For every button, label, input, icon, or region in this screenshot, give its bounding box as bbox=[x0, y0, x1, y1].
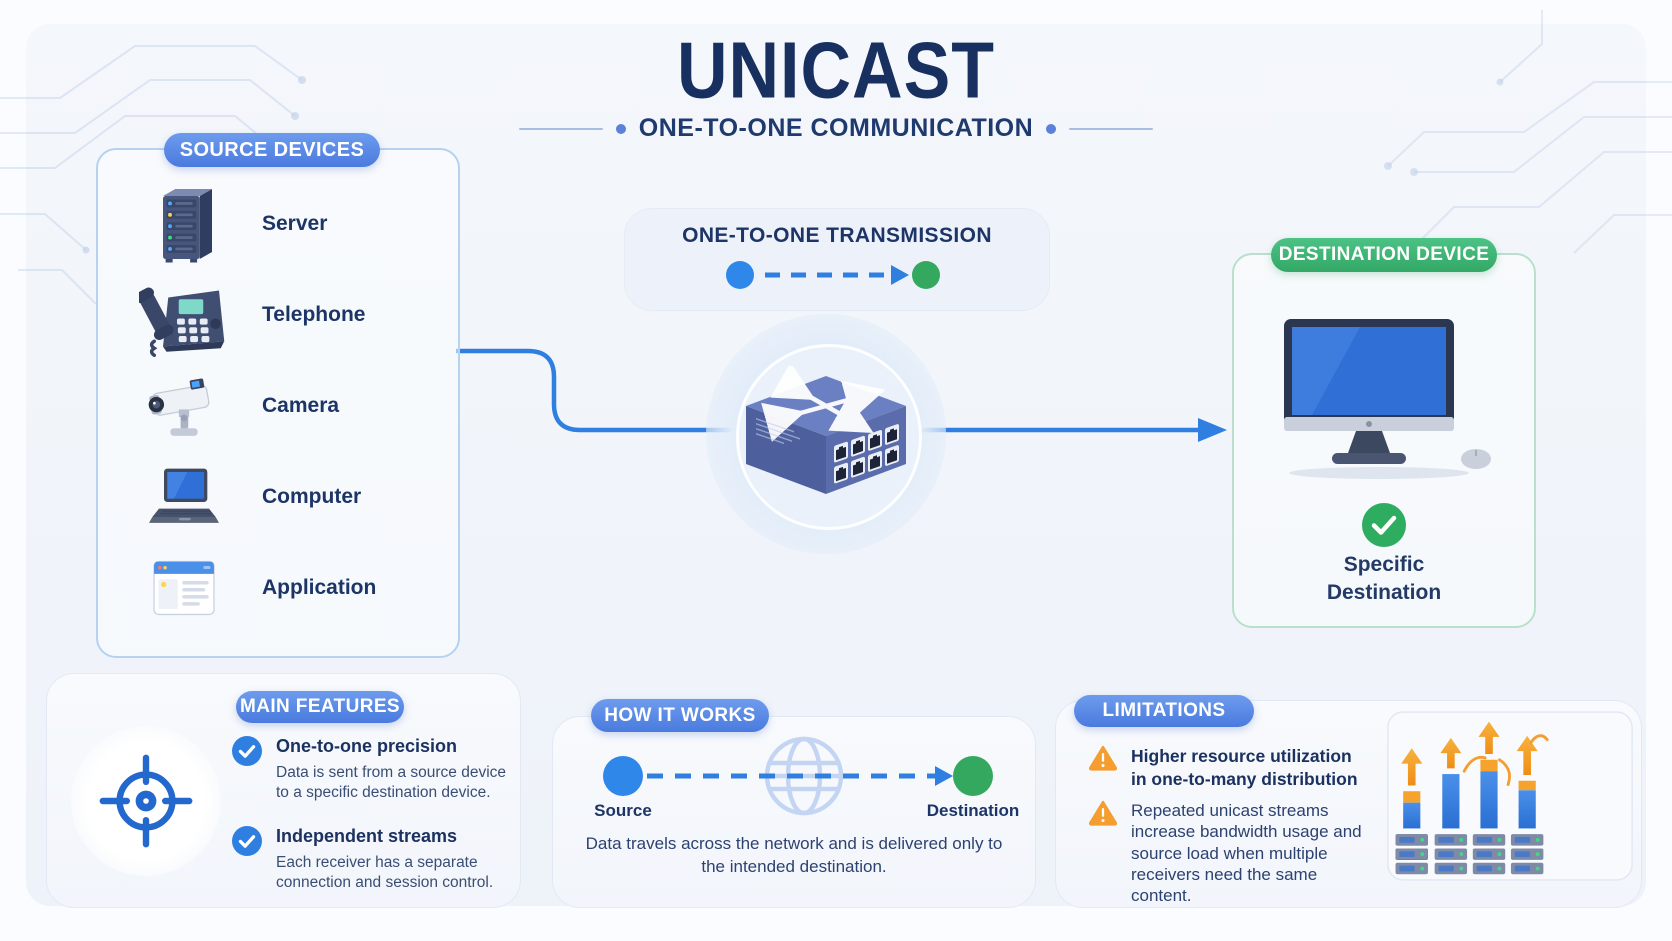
destination-dot bbox=[912, 261, 940, 289]
check-circle-icon bbox=[232, 825, 262, 894]
computer-icon bbox=[132, 457, 236, 537]
transmission-title: ONE-TO-ONE TRANSMISSION bbox=[682, 224, 992, 247]
device-label: Telephone bbox=[262, 302, 366, 326]
device-label: Camera bbox=[262, 393, 340, 417]
device-label: Application bbox=[262, 575, 377, 599]
destination-device-badge: DESTINATION DEVICE bbox=[1271, 238, 1497, 272]
source-devices-badge: SOURCE DEVICES bbox=[164, 133, 380, 167]
page-subtitle: ONE-TO-ONE COMMUNICATION bbox=[638, 114, 1034, 142]
warning-icon bbox=[1089, 800, 1117, 906]
source-devices-panel: SOURCE DEVICES bbox=[96, 133, 460, 658]
camera-icon bbox=[132, 365, 236, 447]
source-dot bbox=[726, 261, 754, 289]
check-icon bbox=[1362, 503, 1406, 547]
dashed-arrow bbox=[765, 265, 909, 285]
warning-icon bbox=[1089, 745, 1117, 791]
limitation-item: Repeated unicast streams increase bandwi… bbox=[1089, 800, 1389, 906]
device-row-computer: Computer bbox=[98, 451, 458, 542]
page-subtitle-row: ONE-TO-ONE COMMUNICATION bbox=[0, 114, 1672, 143]
how-it-works-diagram bbox=[603, 736, 993, 816]
how-it-works-description: Data travels across the network and is d… bbox=[585, 834, 1003, 876]
feature-description: Data is sent from a source device to a s… bbox=[276, 764, 507, 802]
device-label: Server bbox=[262, 211, 328, 235]
limitations-badge: LIMITATIONS bbox=[1074, 695, 1254, 727]
source-label: Source bbox=[594, 801, 652, 820]
feature-description: Each receiver has a separate connection … bbox=[276, 853, 494, 892]
how-it-works-badge: HOW IT WORKS bbox=[591, 699, 769, 732]
destination-node bbox=[953, 756, 993, 796]
network-switch-icon bbox=[746, 366, 906, 494]
subtitle-dot-right bbox=[1046, 123, 1057, 134]
feature-item: One-to-one precision Data is sent from a… bbox=[232, 736, 510, 804]
application-icon bbox=[132, 551, 236, 625]
telephone-icon bbox=[132, 273, 236, 357]
limitations-card: LIMITATIONS Higher resource utilization … bbox=[1055, 695, 1642, 908]
main-features-badge: MAIN FEATURES bbox=[236, 691, 404, 723]
device-row-server: Server bbox=[98, 178, 458, 269]
source-node bbox=[603, 756, 643, 796]
feature-title: One-to-one precision bbox=[276, 736, 458, 756]
source-device-list: Server bbox=[98, 178, 458, 633]
device-row-telephone: Telephone bbox=[98, 269, 458, 360]
main-features-card: MAIN FEATURES One-to-one precisio bbox=[46, 673, 521, 908]
how-it-works-card: HOW IT WORKS Source Destination Data tra… bbox=[552, 699, 1036, 908]
destination-caption: Specific Destination bbox=[1326, 553, 1442, 604]
device-row-application: Application bbox=[98, 542, 458, 633]
monitor-icon bbox=[1284, 319, 1491, 479]
destination-label: Destination bbox=[926, 801, 1020, 820]
transmission-box: ONE-TO-ONE TRANSMISSION bbox=[624, 208, 1050, 311]
device-row-camera: Camera bbox=[98, 360, 458, 451]
check-circle-icon bbox=[232, 736, 262, 804]
device-label: Computer bbox=[262, 484, 362, 508]
feature-title: Independent streams bbox=[276, 825, 458, 846]
limitation-item: Higher resource utilization in one-to-ma… bbox=[1089, 745, 1379, 791]
resource-usage-chart bbox=[1387, 711, 1633, 881]
subtitle-line-left bbox=[518, 127, 603, 130]
target-icon bbox=[99, 754, 193, 848]
limitation-text: Repeated unicast streams increase bandwi… bbox=[1131, 801, 1362, 905]
subtitle-dot-left bbox=[615, 123, 626, 134]
subtitle-line-right bbox=[1069, 127, 1154, 130]
destination-device-panel: DESTINATION DEVICE Specific Destination bbox=[1232, 238, 1536, 628]
feature-item: Independent streams Each receiver has a … bbox=[232, 825, 510, 894]
features-list: One-to-one precision Data is sent from a… bbox=[232, 736, 510, 916]
page-title: UNICAST bbox=[676, 25, 996, 115]
limitation-text: Higher resource utilization in one-to-ma… bbox=[1131, 746, 1358, 789]
server-icon bbox=[132, 182, 236, 266]
